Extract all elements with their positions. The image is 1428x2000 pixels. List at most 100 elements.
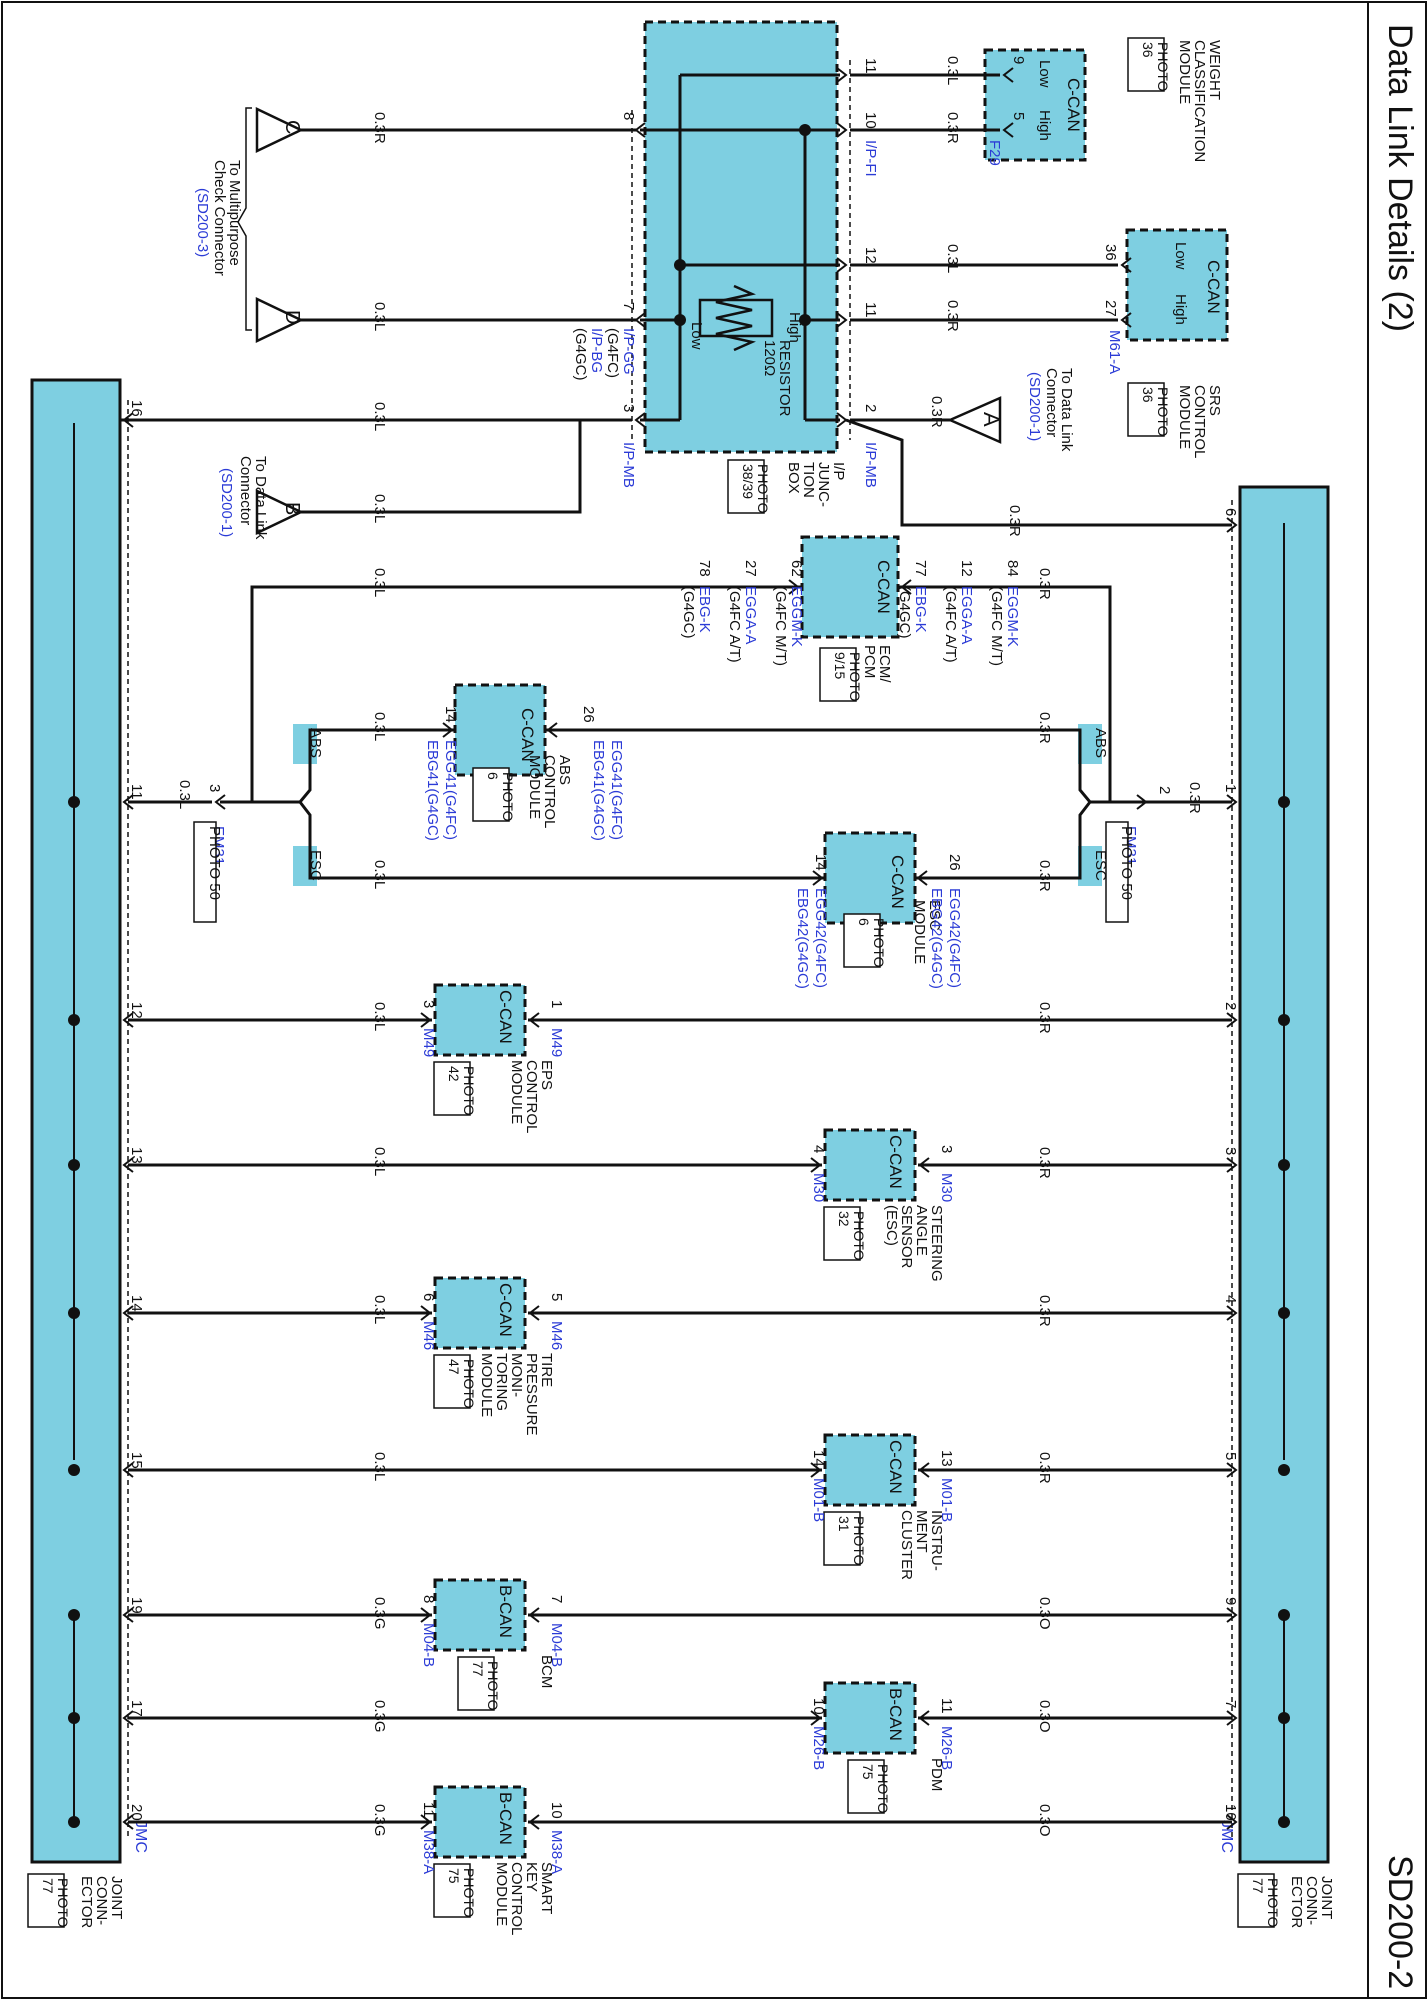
pin-label: 4 <box>810 1145 827 1153</box>
pin-arrow <box>810 1710 822 1726</box>
tpms-name: TIRE <box>538 1353 555 1387</box>
photo-label: 36 <box>1140 387 1156 403</box>
weight-conn: F29 <box>986 140 1003 166</box>
pin-arrow <box>918 1710 930 1726</box>
srs-module <box>1125 228 1229 342</box>
wire-label: 0.3L <box>944 56 961 85</box>
pin-label: 1 <box>1222 784 1239 792</box>
cluster-name: MENT <box>913 1510 930 1553</box>
cluster-name: CLUSTER <box>898 1510 915 1580</box>
wire-label: 0.3L <box>371 402 388 431</box>
ip-box-name: JUNC- <box>815 462 832 507</box>
ref-a-triangle <box>946 396 1002 444</box>
ecm-low-conn: EGGA-A <box>742 586 759 644</box>
eps-name: EPS <box>538 1060 555 1090</box>
sas-name: (ESC) <box>883 1205 900 1246</box>
pin-arrow <box>812 870 824 886</box>
pin-arrow <box>1120 312 1132 328</box>
pin-arrow <box>1226 794 1238 810</box>
ip-box-name: BOX <box>785 462 802 494</box>
pin-label: 12 <box>958 560 975 577</box>
pin-arrow <box>810 1157 822 1173</box>
pin-arrow <box>528 1814 540 1830</box>
esc-high-conn: EGG42(G4FC) <box>946 888 963 988</box>
pin-label: 14 <box>442 706 459 723</box>
pin-label: 19 <box>128 1597 145 1614</box>
photo-label: PHOTO <box>871 918 887 968</box>
srs-high: High <box>1172 294 1189 325</box>
wire <box>1072 801 1092 880</box>
eps-name: CONTROL <box>523 1060 540 1133</box>
esc-can: C-CAN <box>888 855 907 909</box>
splice-dot <box>68 1712 80 1724</box>
pin-arrow <box>1226 517 1238 533</box>
esc-module <box>823 831 917 925</box>
pin-arrow <box>122 412 134 428</box>
esc-name: ESC <box>926 900 943 931</box>
wire <box>1072 728 1092 803</box>
smk-name: MODULE <box>493 1862 510 1926</box>
wire-label: 0.3R <box>1036 1002 1053 1034</box>
smk-conn-low: M38-A <box>420 1830 437 1874</box>
weight-high: High <box>1036 110 1053 141</box>
photo-label: PHOTO <box>485 1661 501 1711</box>
smk-photo <box>433 1863 471 1918</box>
pin-arrow <box>900 579 912 595</box>
sas-photo <box>823 1206 861 1261</box>
splice-dot <box>68 1464 80 1476</box>
tpms-conn-high: M46 <box>548 1321 565 1350</box>
wire-label: 0.3L <box>371 1147 388 1176</box>
ecm-high-variant: (G4FC A/T) <box>942 586 959 663</box>
photo-label: 6 <box>856 918 872 926</box>
pin-arrow <box>1002 67 1014 83</box>
resistor-body <box>698 298 774 338</box>
bcm-photo <box>457 1656 495 1711</box>
splice-dot <box>68 1014 80 1026</box>
pin-label: 7 <box>1222 1700 1239 1708</box>
esc-photo <box>843 913 881 968</box>
smk-conn-high: M38-A <box>548 1830 565 1874</box>
bcm-can: B-CAN <box>496 1585 515 1638</box>
pin-label: 14 <box>812 854 829 871</box>
pin-arrow <box>528 1607 540 1623</box>
pin-label: 2 <box>1222 1002 1239 1010</box>
eps-conn-low: M49 <box>420 1028 437 1057</box>
ecm-high-variant: (G4FC M/T) <box>988 586 1005 666</box>
cluster-can: C-CAN <box>886 1440 905 1494</box>
wire-label: 0.3R <box>1036 712 1053 744</box>
ip-box-name: I/P <box>830 462 847 480</box>
smk-name: KEY <box>523 1862 540 1892</box>
photo-label: PHOTO <box>1155 42 1171 92</box>
pin-label: 11 <box>420 1802 437 1818</box>
pin-arrow <box>528 1305 540 1321</box>
cluster-conn-high: M01-B <box>938 1478 955 1522</box>
pin-arrow <box>1226 1305 1238 1321</box>
wire <box>300 418 600 514</box>
wire-label: 0.3L <box>371 860 388 889</box>
pin-label: 77 <box>912 560 929 577</box>
pin-label: 17 <box>128 1700 145 1717</box>
splice-dot <box>799 124 811 136</box>
tpms-name: PRESSURE <box>523 1353 540 1436</box>
splice-dot <box>674 314 686 326</box>
ecm-low-variant: (G4GC) <box>680 586 697 639</box>
cluster-conn-low: M01-B <box>810 1478 827 1522</box>
tpms-can: C-CAN <box>496 1283 515 1337</box>
joint-left-name: ECTOR <box>78 1876 95 1928</box>
resistor-low: Low <box>688 322 705 350</box>
wire <box>298 801 320 880</box>
wire-label: 0.3O <box>1036 1700 1053 1733</box>
pin-arrow <box>836 122 848 138</box>
pin-arrow <box>788 579 800 595</box>
photo-label: PHOTO <box>55 1878 71 1928</box>
sas-name: ANGLE <box>913 1205 930 1256</box>
tpms-name: MONI- <box>508 1353 525 1397</box>
splice-dot <box>1278 1816 1290 1828</box>
photo-label: 77 <box>40 1878 56 1894</box>
ip-box-photo <box>727 459 765 514</box>
ref-a-triangle-letter: A <box>979 412 1004 427</box>
wire-label: 0.3R <box>944 112 961 144</box>
joint-left-photo <box>27 1873 65 1928</box>
pin-label: 16 <box>128 400 145 417</box>
